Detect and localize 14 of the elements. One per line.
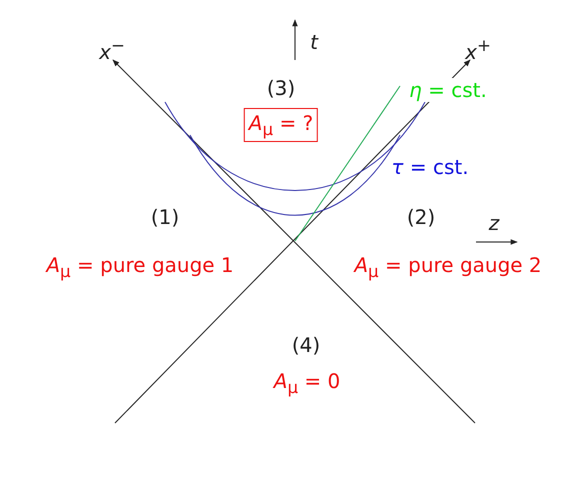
axis-label: z <box>488 211 500 235</box>
equation-label: A$_{μ}$ = 0 <box>274 369 340 397</box>
axis-label: x$^{−}$ <box>99 36 125 64</box>
equation-box: A$_{μ}$ = ? <box>244 108 318 142</box>
region-number: (2) <box>406 205 436 229</box>
curve-label: η = cst. <box>409 78 487 102</box>
axis-label: t <box>310 30 318 54</box>
region-number: (1) <box>150 205 180 229</box>
axis-label: x$^{+}$ <box>465 36 491 64</box>
region-number: (3) <box>266 76 296 100</box>
equation-label: A$_{μ}$ = pure gauge 2 <box>354 253 542 281</box>
region-number: (4) <box>292 333 320 357</box>
equation-label: A$_{μ}$ = pure gauge 1 <box>46 253 234 281</box>
curve-label: τ = cst. <box>391 155 469 179</box>
